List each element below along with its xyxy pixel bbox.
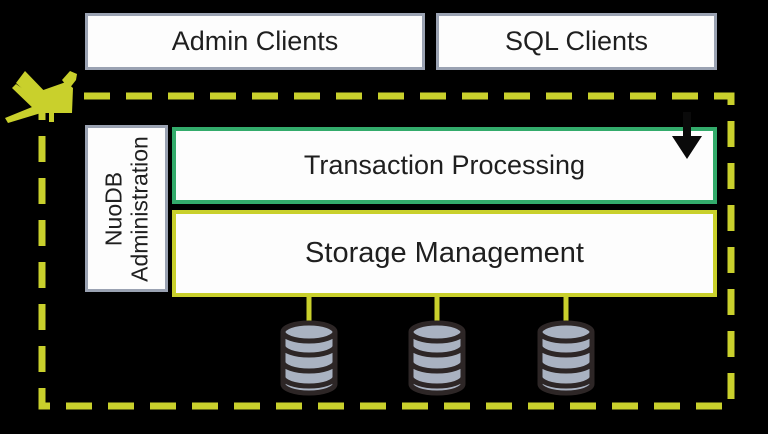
sql-clients-label: SQL Clients xyxy=(504,26,649,56)
database-cylinder-icon xyxy=(408,320,466,396)
admin-clients-box: Admin Clients xyxy=(85,13,425,70)
sql-clients-box: SQL Clients xyxy=(436,13,717,70)
admin-clients-label: Admin Clients xyxy=(171,26,339,56)
nuodb-administration-label-line2: Administration xyxy=(125,135,152,282)
storage-management-label: Storage Management xyxy=(305,237,584,269)
transaction-processing-box: Transaction Processing xyxy=(172,127,717,204)
transaction-processing-label: Transaction Processing xyxy=(303,150,586,180)
storage-management-box: Storage Management xyxy=(172,210,717,297)
nuodb-administration-label: NuoDB Administration xyxy=(99,124,153,294)
storage-connectors xyxy=(306,294,569,325)
origami-bird-doodle-icon xyxy=(5,71,77,123)
nuodb-administration-label-line1: NuoDB xyxy=(99,171,126,246)
database-cylinder-icon xyxy=(280,320,338,396)
nuodb-administration-box: NuoDB Administration xyxy=(85,125,168,292)
database-cylinders xyxy=(280,320,595,396)
database-cylinder-icon xyxy=(537,320,595,396)
